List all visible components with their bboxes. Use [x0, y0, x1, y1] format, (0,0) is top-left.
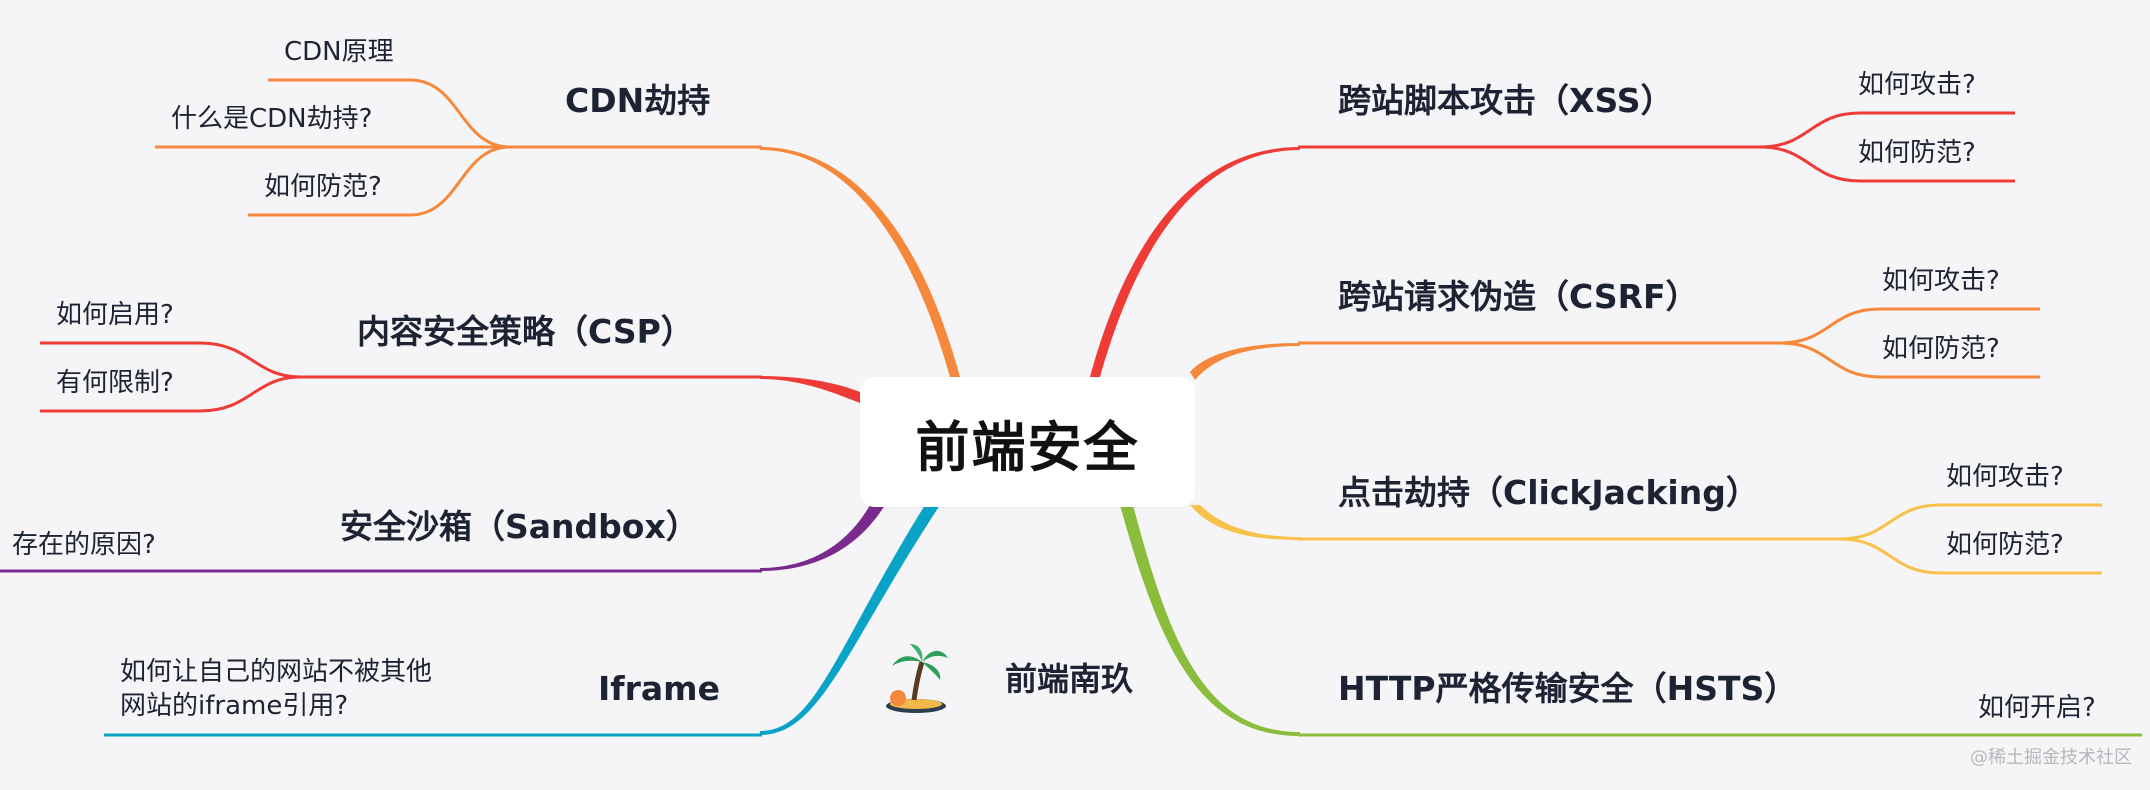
topic-clickjacking[interactable]: 点击劫持（ClickJacking） [1338, 473, 1759, 512]
palm-island-icon [886, 644, 948, 713]
root-title: 前端安全 [915, 415, 1140, 479]
leaf-cdn-principle[interactable]: CDN原理 [284, 37, 394, 67]
brand-name: 前端南玖 [1005, 660, 1134, 698]
branch-line-csp [760, 376, 860, 403]
branch-line-iframe [760, 505, 940, 735]
leaf-cdn-what[interactable]: 什么是CDN劫持? [171, 104, 373, 134]
branch-line-hsts [1120, 505, 1300, 736]
leaf-csrf-attack[interactable]: 如何攻击? [1882, 266, 2000, 296]
leaf-lines-csrf [1779, 307, 2040, 379]
leaf-csrf-prevent[interactable]: 如何防范? [1882, 334, 2000, 364]
branch-line-csrf [1190, 343, 1300, 380]
topic-csrf[interactable]: 跨站请求伪造（CSRF） [1338, 277, 1699, 316]
leaf-cdn-prevent[interactable]: 如何防范? [264, 172, 382, 202]
branch-line-cdn [760, 147, 960, 377]
leaf-lines-xss [1759, 111, 2015, 183]
root-node[interactable]: 前端安全 [860, 377, 1195, 507]
leaf-hsts-enable[interactable]: 如何开启? [1978, 693, 2096, 723]
leaf-click-prevent[interactable]: 如何防范? [1946, 530, 2064, 560]
branch-line-sandbox [760, 505, 885, 571]
topic-hsts[interactable]: HTTP严格传输安全（HSTS） [1338, 669, 1798, 708]
leaf-lines-csp [40, 341, 301, 413]
leaf-xss-prevent[interactable]: 如何防范? [1858, 138, 1976, 168]
leaf-xss-attack[interactable]: 如何攻击? [1858, 70, 1976, 100]
topic-cdn[interactable]: CDN劫持 [565, 81, 711, 120]
leaf-lines-cdn [155, 78, 511, 217]
leaf-csp-limit[interactable]: 有何限制? [56, 368, 174, 398]
leaf-sandbox-reason[interactable]: 存在的原因? [12, 530, 156, 560]
leaf-lines-click [1839, 503, 2102, 575]
branch-line-xss [1090, 147, 1300, 377]
topic-sandbox[interactable]: 安全沙箱（Sandbox） [340, 507, 699, 546]
topic-xss[interactable]: 跨站脚本攻击（XSS） [1338, 81, 1674, 120]
topic-csp[interactable]: 内容安全策略（CSP） [357, 312, 694, 351]
leaf-click-attack[interactable]: 如何攻击? [1946, 462, 2064, 492]
leaf-csp-enable[interactable]: 如何启用? [56, 300, 174, 330]
branch-line-click [1190, 505, 1300, 540]
watermark: @稀土掘金技术社区 [1970, 747, 2132, 768]
leaf-iframe-prevent[interactable]: 如何让自己的网站不被其他网站的iframe引用? [120, 657, 433, 721]
topic-iframe[interactable]: Iframe [598, 669, 720, 708]
